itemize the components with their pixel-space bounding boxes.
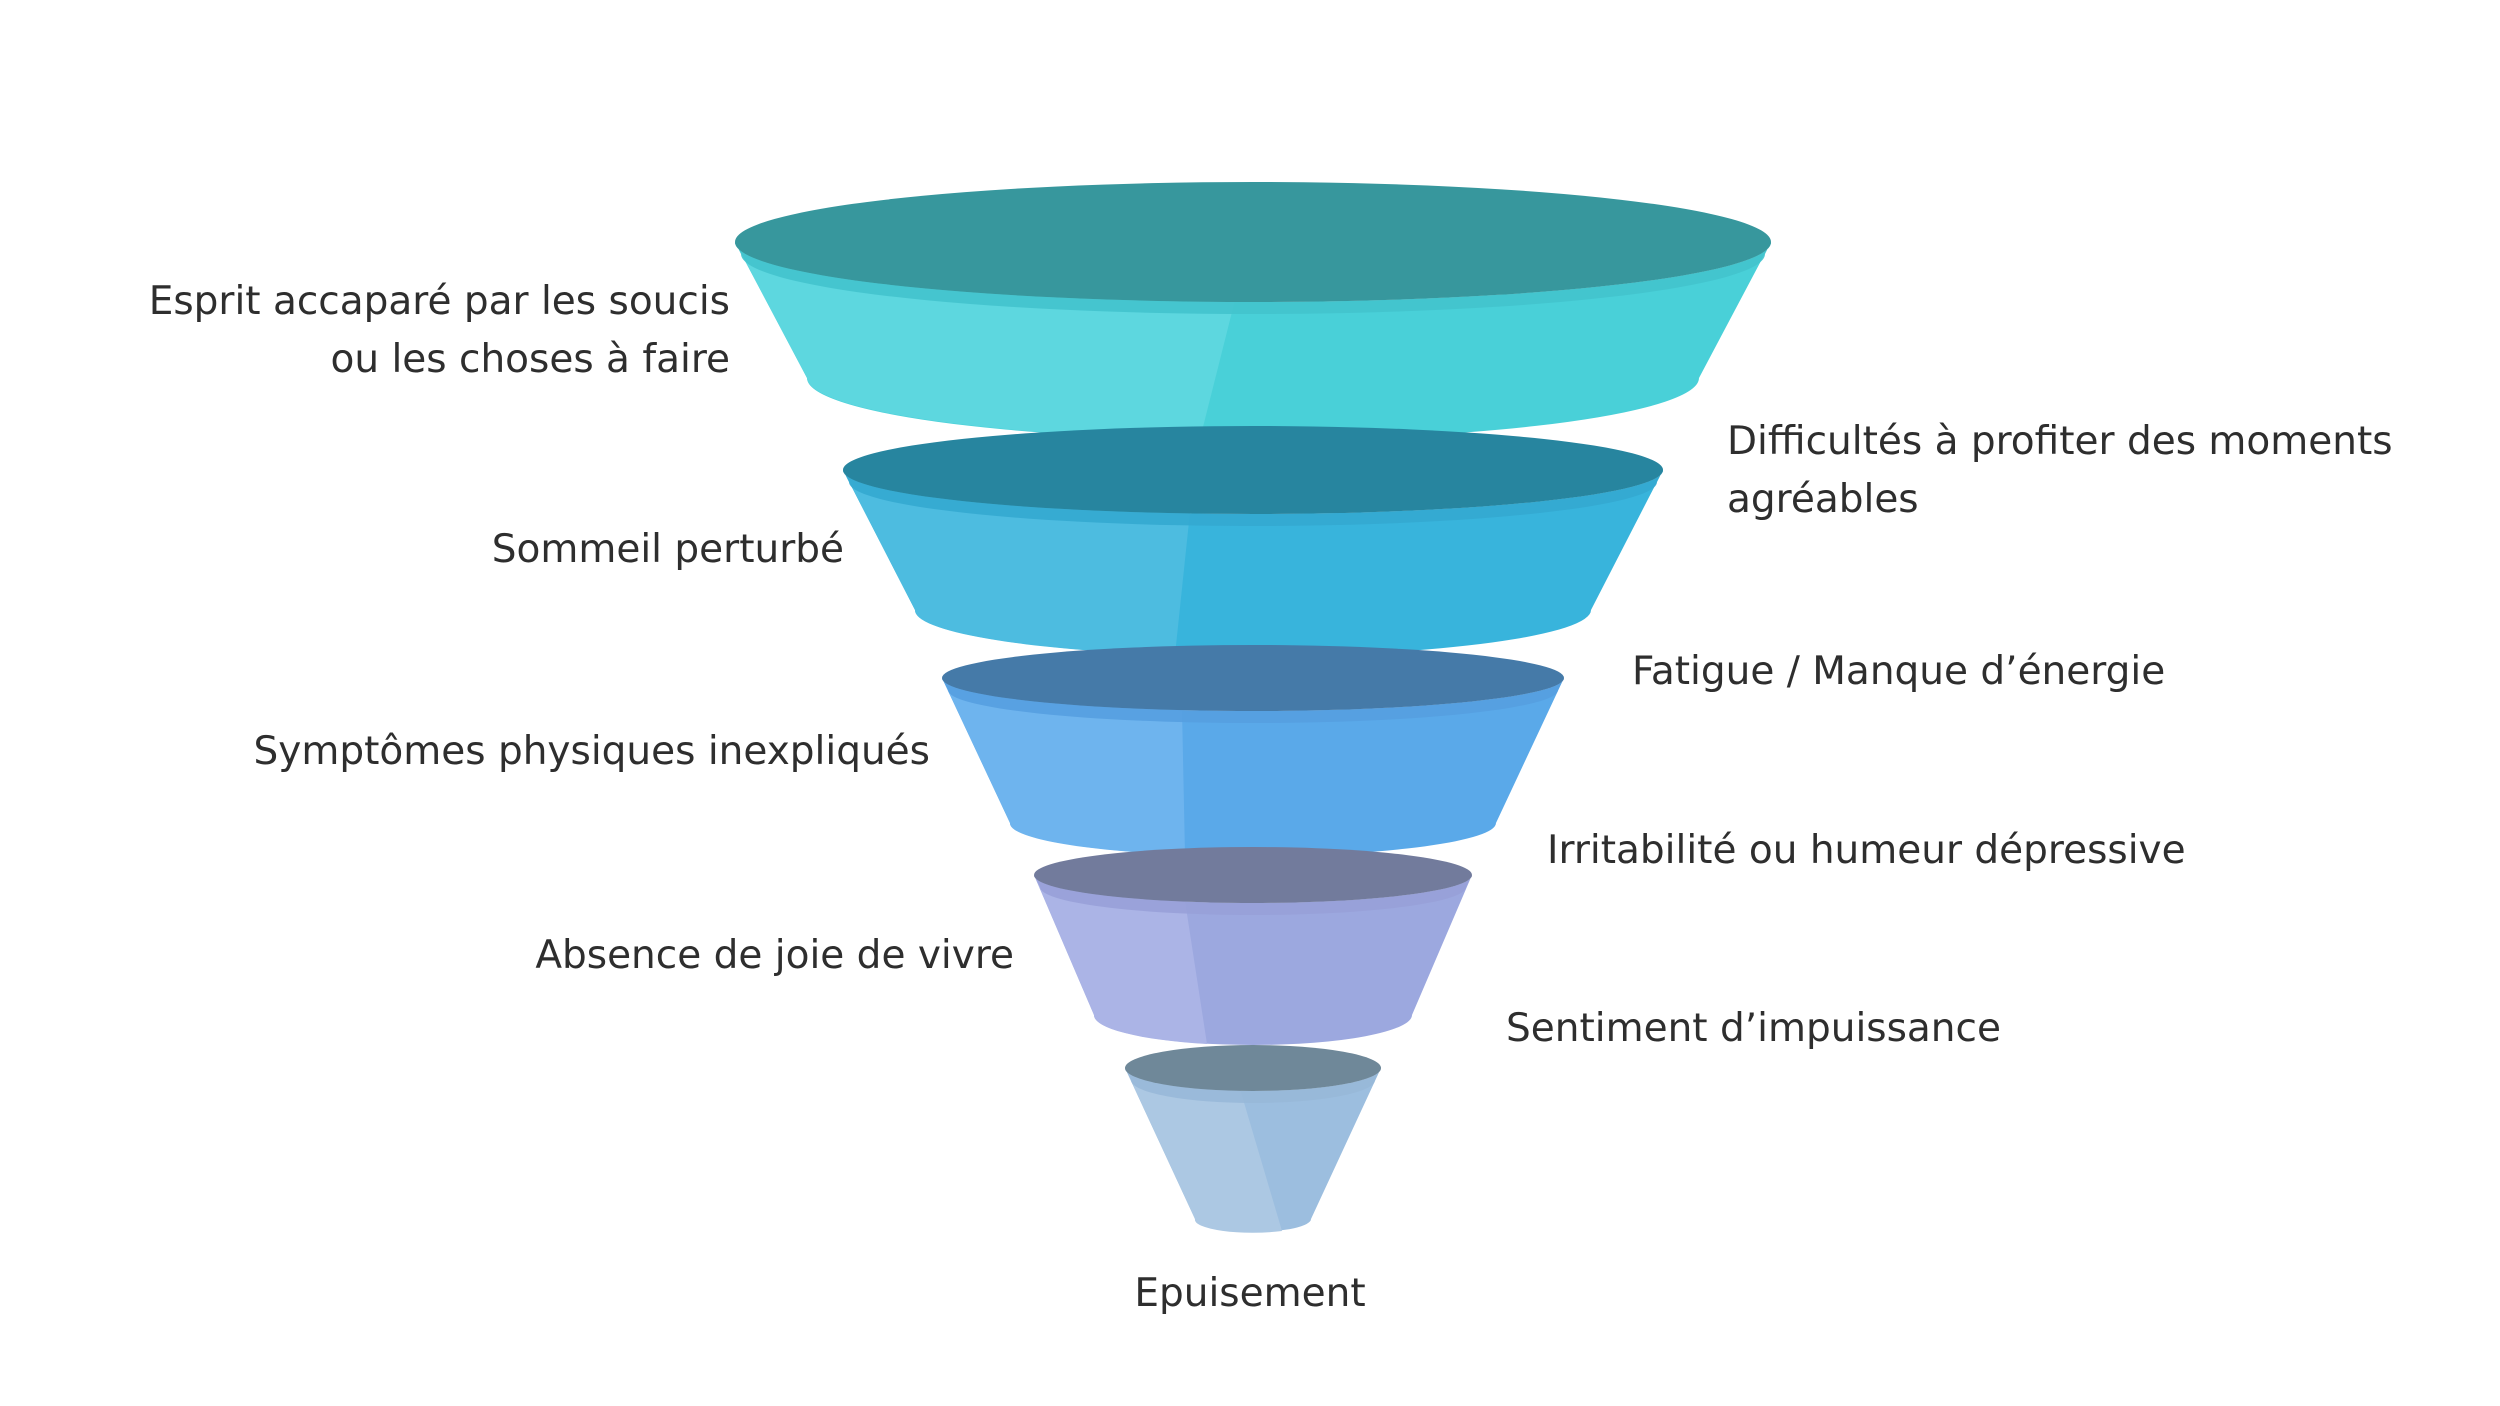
funnel-tier-4 (1034, 847, 1472, 1045)
funnel-tier-highlight (1125, 1068, 1282, 1233)
label-esprit-accapare: Esprit accaparé par les soucis ou les ch… (148, 279, 730, 382)
funnel-tier-top (1125, 1045, 1381, 1091)
funnel-tier-top (942, 645, 1564, 711)
funnel-tier-highlight (942, 678, 1185, 855)
label-difficultes-profiter: Difficultés à profiter des moments agréa… (1727, 419, 2393, 522)
funnel-tier-1 (735, 182, 1771, 440)
label-irritabilite: Irritabilité ou humeur dépressive (1547, 828, 2186, 873)
funnel-tier-top (735, 182, 1771, 302)
funnel-tier-rim (735, 242, 1771, 314)
label-sentiment-impuissance: Sentiment d’impuissance (1506, 1006, 2001, 1051)
funnel-tier-5 (1125, 1045, 1381, 1233)
label-epuisement: Epuisement (1134, 1271, 1366, 1316)
funnel-tier-3 (942, 645, 1564, 856)
funnel-tier-rim (942, 678, 1564, 723)
funnel-tier-rim (843, 470, 1663, 526)
funnel-tier-top (1034, 847, 1472, 903)
label-absence-joie: Absence de joie de vivre (535, 933, 1014, 978)
label-symptomes-physiques: Symptômes physiques inexpliqués (253, 729, 930, 774)
label-fatigue: Fatigue / Manque d’énergie (1632, 649, 2166, 694)
funnel-tier-rim (1034, 875, 1472, 915)
funnel-tier-2 (843, 426, 1663, 656)
funnel-tier-rim (1125, 1068, 1381, 1103)
funnel-tier-top (843, 426, 1663, 514)
label-sommeil-perturbe: Sommeil perturbé (491, 527, 844, 572)
funnel-tier-highlight (1034, 875, 1207, 1044)
